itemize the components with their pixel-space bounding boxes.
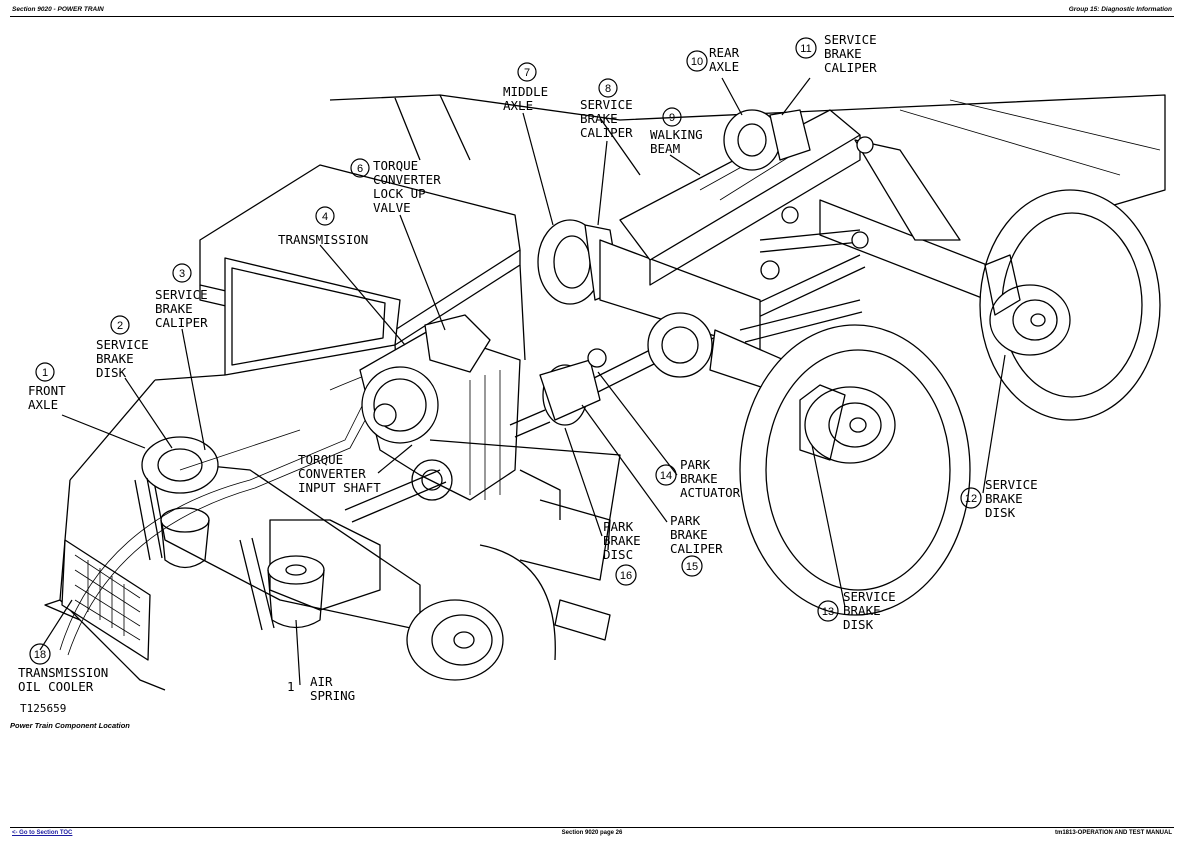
callout-label-line: FRONT	[28, 383, 66, 398]
callout-label-line: AIR	[310, 674, 333, 689]
callout-label-line: DISK	[985, 505, 1016, 520]
callout-label-line: SERVICE	[580, 97, 633, 112]
callout-label-line: AXLE	[28, 397, 58, 412]
header-rule	[10, 16, 1174, 17]
manual-title: tm1813-OPERATION AND TEST MANUAL	[1054, 830, 1172, 836]
callout-number: 3	[179, 268, 185, 280]
callout-label-line: PARK	[680, 457, 711, 472]
callout-label-line: TORQUE	[373, 158, 418, 173]
callout-2: 2 SERVICE BRAKE DISK	[96, 315, 149, 380]
footer-rule	[10, 827, 1174, 828]
callout-number: 12	[965, 493, 977, 505]
callout-label-line: PARK	[670, 513, 701, 528]
callout-label-line: BRAKE	[580, 111, 618, 126]
power-train-diagram: 1 FRONT AXLE 2 SERVICE BRAKE DISK 3 SERV…	[18, 32, 1166, 715]
section-toc-link[interactable]: <- Go to Section TOC	[12, 830, 73, 836]
callout-12: 12 SERVICE BRAKE DISK	[960, 477, 1038, 520]
callout-number: 1	[42, 367, 48, 379]
callout-number: 4	[322, 211, 328, 223]
callout-label-line: SERVICE	[843, 589, 896, 604]
callout-14: 14 PARK BRAKE ACTUATOR	[655, 457, 741, 500]
callout-label-line: LOCK UP	[373, 186, 426, 201]
callout-number: 10	[691, 56, 703, 68]
callout-3: 3 SERVICE BRAKE CALIPER	[155, 263, 208, 330]
callout-11: 11 SERVICE BRAKE CALIPER	[795, 32, 877, 75]
figure-id: T125659	[20, 702, 66, 715]
figure-caption: Power Train Component Location	[10, 721, 130, 730]
callout-number: 6	[357, 163, 363, 175]
leader-lines	[39, 77, 1006, 686]
callout-label-line: CALIPER	[670, 541, 723, 556]
callout-label-line: SPRING	[310, 688, 355, 703]
callout-label-line: INPUT SHAFT	[298, 480, 381, 495]
callout-label-line: CALIPER	[155, 315, 208, 330]
callout-label-line: BRAKE	[155, 301, 193, 316]
callout-16: PARK BRAKE DISC 16	[603, 519, 641, 586]
machine-illustration	[44, 94, 1166, 691]
callout-7: 7 MIDDLE AXLE	[503, 62, 548, 113]
callout-number: 1	[287, 679, 295, 694]
callout-number: 14	[660, 470, 672, 482]
callout-number: 16	[620, 570, 632, 582]
callout-label-line: BRAKE	[680, 471, 718, 486]
callout-torque-converter-input-shaft: TORQUE CONVERTER INPUT SHAFT	[298, 452, 381, 495]
section-header: Section 9020 - POWER TRAIN	[12, 6, 104, 13]
callout-1: 1 FRONT AXLE	[28, 362, 66, 412]
callout-number: 15	[686, 561, 698, 573]
callout-label-line: DISC	[603, 547, 633, 562]
callout-label-line: BRAKE	[96, 351, 134, 366]
callout-label-line: OIL COOLER	[18, 679, 94, 694]
callout-label-line: CONVERTER	[298, 466, 366, 481]
callout-label-line: BEAM	[650, 141, 680, 156]
callout-label-line: DISK	[96, 365, 127, 380]
callout-label-line: BRAKE	[824, 46, 862, 61]
callout-label-line: WALKING	[650, 127, 703, 142]
callout-number: 8	[605, 83, 611, 95]
callout-number: 18	[34, 649, 46, 661]
callout-18: 18 TRANSMISSION OIL COOLER	[18, 643, 108, 694]
callout-label-line: CALIPER	[580, 125, 633, 140]
callout-label-line: SERVICE	[985, 477, 1038, 492]
callout-15: PARK BRAKE CALIPER 15	[670, 513, 723, 577]
callout-13: 13 SERVICE BRAKE DISK	[817, 589, 896, 632]
callout-label-line: BRAKE	[603, 533, 641, 548]
callout-label-line: MIDDLE	[503, 84, 548, 99]
callout-6: 6 TORQUE CONVERTER LOCK UP VALVE	[350, 158, 441, 215]
callout-label-line: BRAKE	[843, 603, 881, 618]
callout-number: 11	[800, 43, 811, 55]
callout-label-line: BRAKE	[670, 527, 708, 542]
callout-8: 8 SERVICE BRAKE CALIPER	[580, 78, 633, 140]
callout-number: 2	[117, 320, 123, 332]
callout-label-line: AXLE	[503, 98, 533, 113]
callout-label-line: PARK	[603, 519, 634, 534]
callout-label-line: REAR	[709, 45, 740, 60]
callout-4: 4 TRANSMISSION	[278, 206, 368, 247]
callout-label-line: SERVICE	[96, 337, 149, 352]
callout-label-line: CALIPER	[824, 60, 877, 75]
callout-9: 9 WALKING BEAM	[650, 107, 703, 156]
callout-label-line: DISK	[843, 617, 874, 632]
page-number: Section 9020 page 26	[561, 830, 623, 836]
callout-label-line: BRAKE	[985, 491, 1023, 506]
callout-number: 13	[822, 606, 834, 618]
callout-label-line: TRANSMISSION	[278, 232, 368, 247]
callout-label-line: SERVICE	[155, 287, 208, 302]
callout-label-line: SERVICE	[824, 32, 877, 47]
callout-label-line: CONVERTER	[373, 172, 441, 187]
group-header: Group 15: Diagnostic Information	[1068, 6, 1172, 13]
callout-label-line: AXLE	[709, 59, 739, 74]
callout-label-line: VALVE	[373, 200, 411, 215]
callout-label-line: TRANSMISSION	[18, 665, 108, 680]
callout-number: 7	[524, 67, 530, 79]
callout-number: 9	[669, 112, 675, 124]
callout-label-line: TORQUE	[298, 452, 343, 467]
callout-10: 10 REAR AXLE	[686, 45, 740, 74]
callout-label-line: ACTUATOR	[680, 485, 741, 500]
callout-air-spring: 1 AIR SPRING	[287, 674, 355, 703]
